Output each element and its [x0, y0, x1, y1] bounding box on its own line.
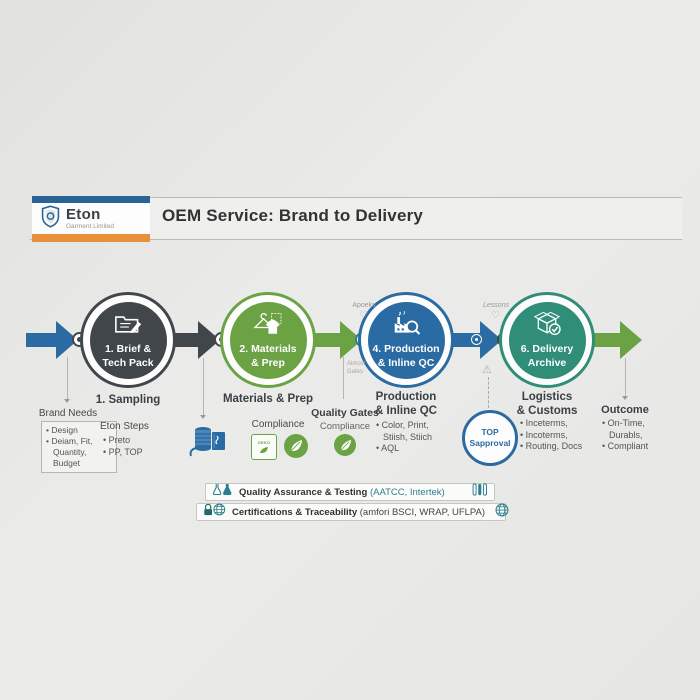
materials-compliance-label: Compliance — [251, 419, 305, 430]
flow-arrow-in — [26, 321, 78, 359]
sampling-title: 1. Sampling — [95, 394, 161, 406]
stamp-text: OEKO — [257, 440, 271, 445]
logo-subtitle: Garment Limited — [66, 222, 115, 230]
logistics-title: Logistics & Customs — [497, 391, 597, 419]
list-item: • On-Time, — [602, 418, 645, 428]
list-item: • Routing, Docs — [520, 441, 583, 452]
heart-icon: ♡ — [491, 310, 500, 321]
warning-triangle-icon: ⚠ — [482, 363, 492, 376]
header-panel — [150, 198, 682, 239]
globe-icon — [495, 503, 509, 522]
list-item: • AQL — [376, 443, 400, 454]
list-item: • Inceterms, — [520, 418, 568, 428]
step-label: 4. Production — [372, 343, 440, 356]
header-bottom-rule — [30, 239, 682, 240]
materials-title: Materials & Prep — [222, 393, 314, 405]
test-tubes-icon — [472, 483, 488, 501]
step-label: & Prep — [251, 356, 285, 369]
approvals-note: Apoeks — [352, 302, 376, 309]
list-item: • Design — [46, 425, 78, 435]
brand-needs-title: Brand Needs — [38, 408, 98, 419]
company-logo: Eton Garment Limited — [32, 196, 150, 242]
lock-globe-icon — [203, 503, 227, 521]
list-item: • Color, Print, — [376, 420, 429, 430]
badge-line: TOP — [481, 427, 499, 438]
list-item: • Compliant — [602, 441, 649, 452]
flow-arrow-2-3 — [310, 321, 362, 359]
heart-icon: ♡ — [359, 310, 368, 321]
logistics-list: • Inceterms, • Incoterms, • Routing, Doc… — [520, 418, 582, 453]
factory-magnifier-icon — [390, 310, 422, 342]
almost-gates-microlabel: Almost Gates — [347, 361, 365, 376]
qa-banner-detail: (AATCC, Intertek) — [369, 486, 445, 498]
guide-line — [67, 357, 68, 399]
microlabel-line: Gates — [347, 368, 364, 375]
outcome-list: • On-Time, Durabls, • Compliant — [602, 418, 648, 453]
list-item: • PP, TOP — [103, 446, 143, 457]
step-label: 6. Delivery — [520, 343, 574, 356]
list-item: Durabls, — [609, 429, 643, 440]
thread-spool-icon — [186, 422, 230, 463]
step-production-inline-qc: 4. Production & Inline QC — [358, 292, 454, 388]
shield-icon — [41, 204, 60, 233]
hanger-shirt-icon — [252, 311, 284, 342]
gates-compliance-label: Compliance — [319, 421, 371, 432]
guide-arrowhead — [64, 399, 70, 403]
guide-line-dashed — [488, 377, 490, 408]
cert-banner-title: Certifications & Traceability — [232, 506, 358, 518]
step-label: Tech Pack — [102, 356, 154, 369]
eton-steps-title: Eton Steps — [100, 421, 149, 432]
list-item: • Deiam, Fit, — [46, 436, 93, 447]
title-line: Logistics — [521, 391, 573, 403]
brand-needs-box: • Design • Deiam, Fit, Quantity, Budget — [41, 421, 117, 474]
list-item: • Preto — [103, 435, 131, 445]
production-list: • Color, Print, Stiish, Stiich • AQL — [376, 420, 432, 455]
flow-arrow-1-2 — [168, 321, 220, 359]
page-title: OEM Service: Brand to Delivery — [162, 206, 424, 225]
oeko-stamp-icon: OEKO — [251, 434, 277, 460]
logo-blue-bar — [32, 196, 150, 203]
guide-line — [343, 357, 344, 399]
list-item: • Incoterms, — [520, 429, 568, 440]
guide-line — [625, 358, 626, 396]
qa-banner: Quality Assurance & Testing (AATCC, Inte… — [205, 483, 495, 501]
top-approval-badge: TOP Sapproval — [462, 410, 518, 466]
list-item: Quantity, — [53, 447, 87, 458]
guide-arrowhead — [622, 396, 628, 400]
target-ring-icon — [471, 334, 482, 345]
header-top-rule — [150, 197, 682, 198]
box-check-icon — [531, 311, 563, 342]
lessons-note: Lessons — [482, 302, 510, 309]
logo-name: Eton — [66, 205, 101, 223]
step-label: 1. Brief & — [104, 343, 152, 356]
step-materials-prep: 2. Materials & Prep — [220, 292, 316, 388]
folder-pencil-icon — [112, 311, 144, 342]
list-item: Budget — [53, 458, 80, 469]
eton-steps-list: • Preto • PP, TOP — [103, 435, 143, 458]
production-title: Production & Inline QC — [356, 391, 456, 419]
title-line: Production — [375, 391, 437, 403]
flow-arrow-out — [590, 321, 642, 359]
step-brief-tech-pack: 1. Brief & Tech Pack — [80, 292, 176, 388]
step-delivery-archive: 6. Delivery Archive — [499, 292, 595, 388]
leaf-icon — [284, 434, 308, 458]
step-label: Archive — [527, 356, 567, 369]
cert-banner-detail: (amfori BSCI, WRAP, UFLPA) — [359, 506, 486, 518]
flasks-icon — [212, 483, 234, 501]
logo-orange-bar — [32, 234, 150, 242]
qa-banner-title: Quality Assurance & Testing — [239, 486, 368, 498]
guide-line — [203, 358, 204, 415]
certifications-banner: Certifications & Traceability (amfori BS… — [196, 503, 509, 522]
title-line: & Inline QC — [375, 404, 437, 417]
step-label: & Inline QC — [377, 356, 435, 369]
list-item: Stiish, Stiich — [383, 431, 433, 442]
badge-line: Sapproval — [469, 438, 511, 448]
step-label: 2. Materials — [239, 343, 297, 356]
leaf-icon — [334, 434, 356, 456]
quality-gates-title: Quality Gates — [311, 407, 379, 419]
title-line: & Customs — [516, 404, 578, 417]
guide-arrowhead — [200, 415, 206, 419]
microlabel-line: Almost — [347, 361, 366, 367]
outcome-title: Outcome — [601, 404, 649, 416]
